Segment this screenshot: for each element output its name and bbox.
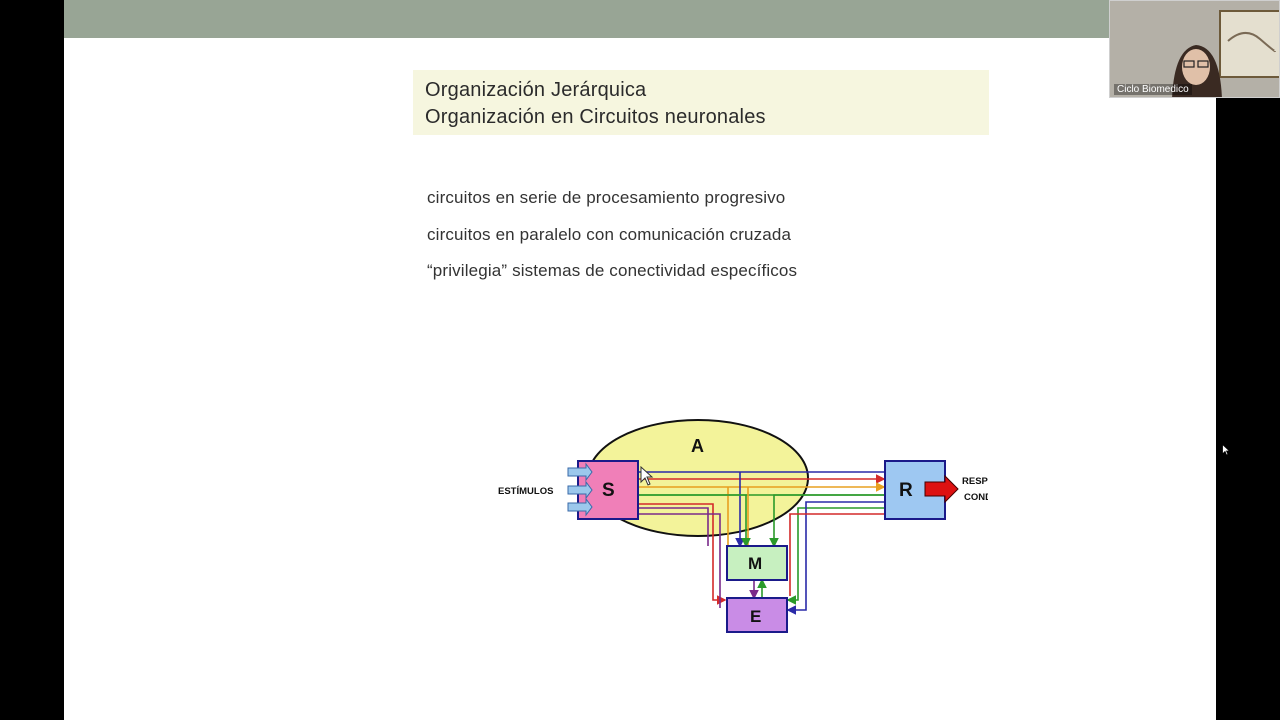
bullet-list: circuitos en serie de procesamiento prog… — [427, 186, 987, 296]
title-line-1: Organización Jerárquica — [425, 79, 647, 101]
bullet-item: “privilegia” sistemas de conectividad es… — [427, 261, 798, 281]
bullet-item: circuitos en paralelo con comunicación c… — [427, 224, 792, 244]
webcam-feed — [1110, 1, 1279, 97]
connection-lines — [631, 467, 886, 615]
node-a-label: A — [691, 436, 704, 456]
node-m-label: M — [748, 554, 762, 573]
node-r-label: R — [899, 480, 913, 501]
node-s-label: S — [602, 480, 615, 501]
output-label-1: RESPUESTA — [962, 476, 988, 487]
slide-header-bar — [64, 0, 1216, 38]
webcam-thumbnail[interactable]: Ciclo Biomedico — [1109, 0, 1280, 98]
input-label: ESTÍMULOS — [498, 486, 553, 497]
circuit-diagram: A — [498, 419, 988, 633]
node-e-box — [726, 597, 788, 633]
bullet-item: circuitos en serie de procesamiento prog… — [427, 188, 786, 207]
webcam-participant-name: Ciclo Biomedico — [1114, 84, 1192, 95]
slide-canvas: Organización Jerárquica Organización en … — [64, 0, 1216, 720]
node-m-box — [726, 545, 788, 581]
output-label-2: CONDUCTA — [964, 492, 988, 503]
title-line-2: Organización en Circuitos neuronales — [425, 106, 766, 128]
slide-title-box: Organización Jerárquica Organización en … — [413, 70, 989, 135]
node-e-label: E — [750, 607, 761, 626]
output-arrow — [924, 474, 959, 504]
stimulus-arrows — [567, 462, 593, 517]
mouse-cursor-icon — [1222, 444, 1230, 456]
slide-pointer-icon — [640, 466, 654, 486]
